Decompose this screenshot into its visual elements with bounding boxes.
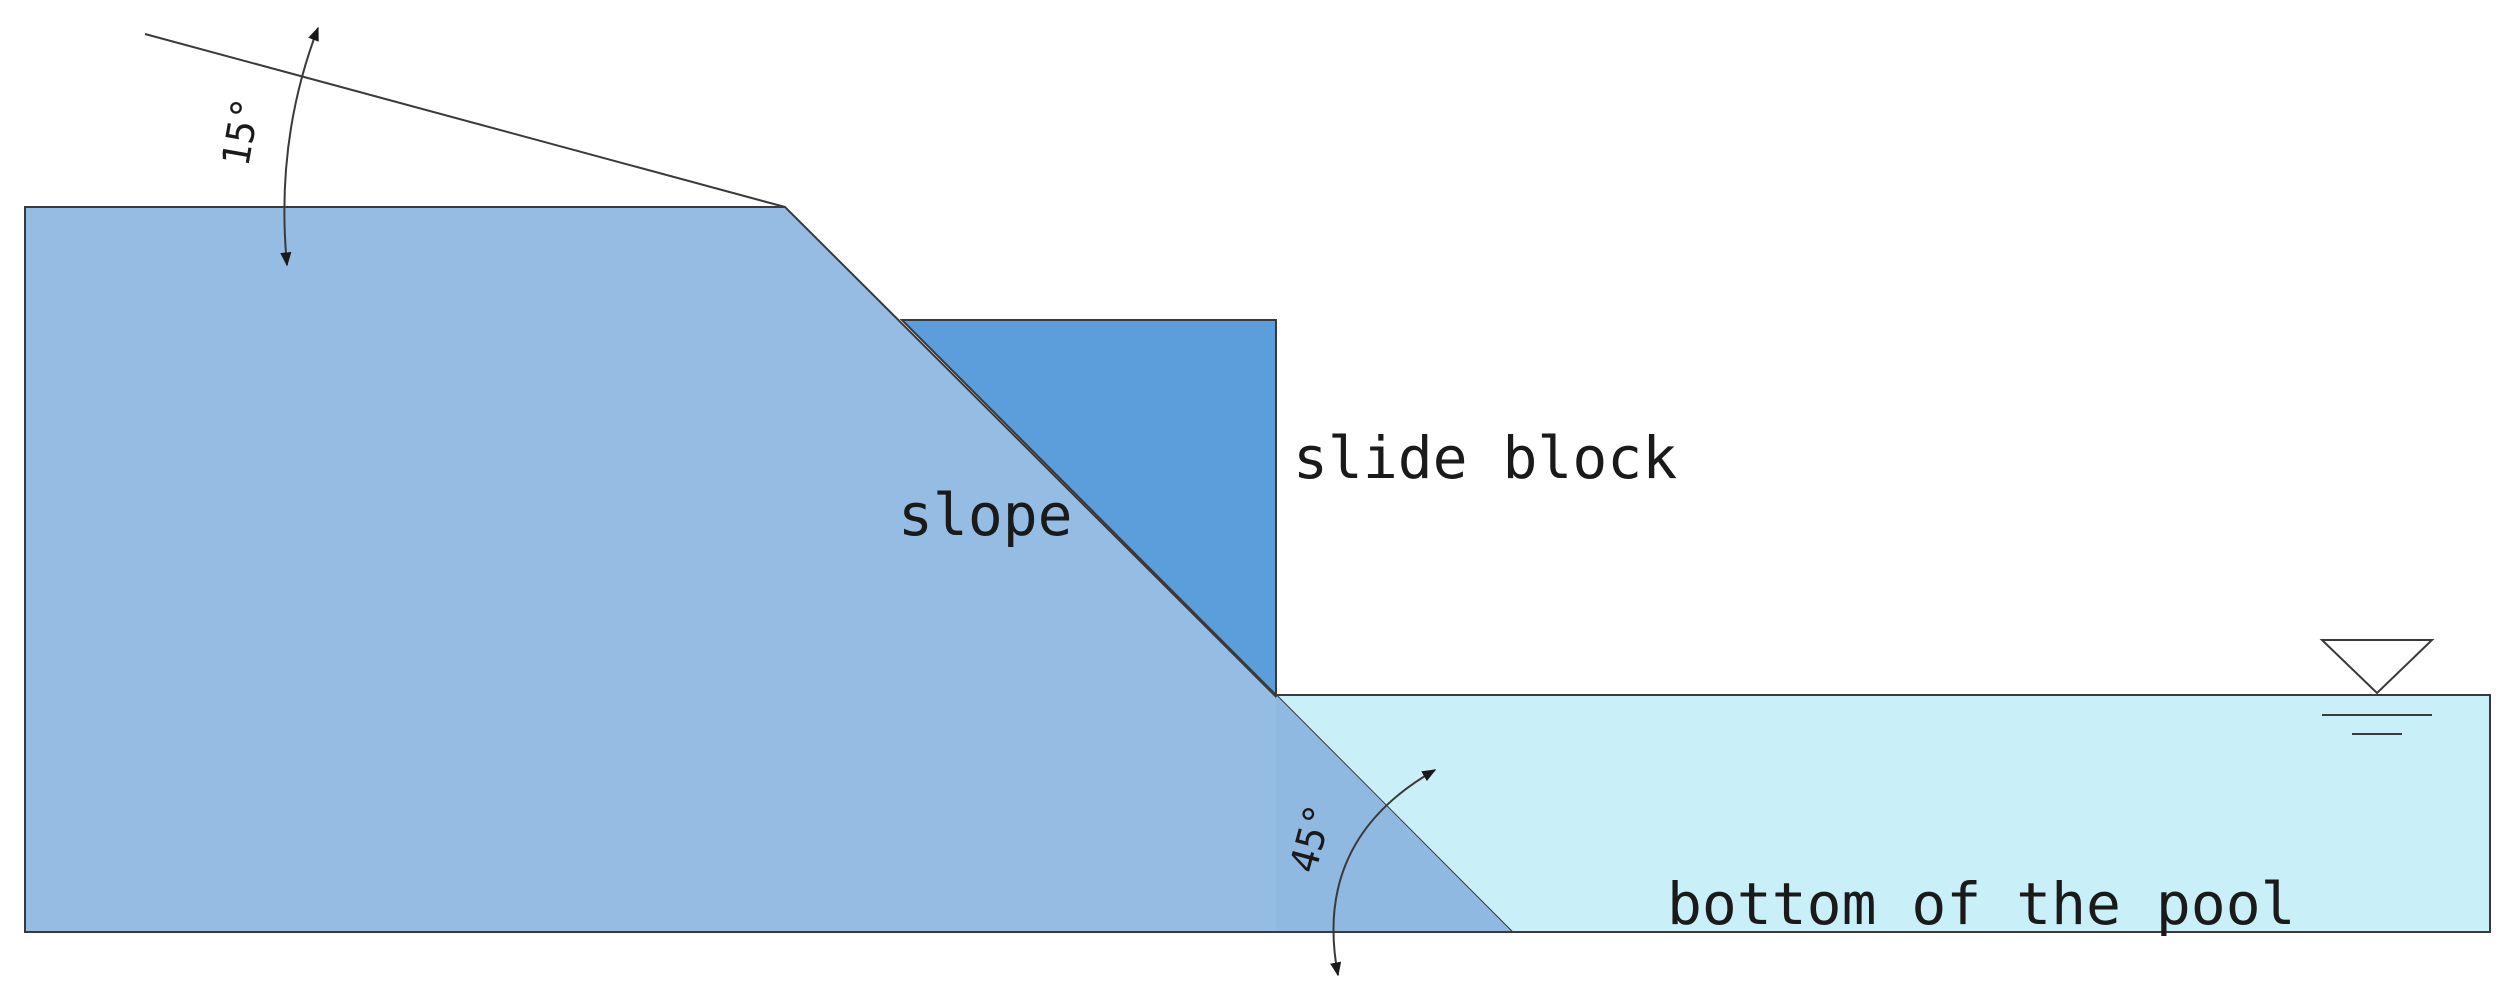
reference-line-15 — [144, 33, 786, 208]
slope-label: slope — [898, 481, 1073, 549]
slide-block — [899, 319, 1277, 698]
angle-arc-45 — [1330, 769, 1437, 977]
slide-block-label: slide block — [1293, 424, 1677, 492]
pool-bottom-label: bottom of the pool — [1667, 870, 2296, 938]
water-level-triangle-icon — [2319, 639, 2435, 735]
angle-15-label: 15° — [214, 94, 269, 169]
angle-arc-15 — [280, 26, 319, 267]
